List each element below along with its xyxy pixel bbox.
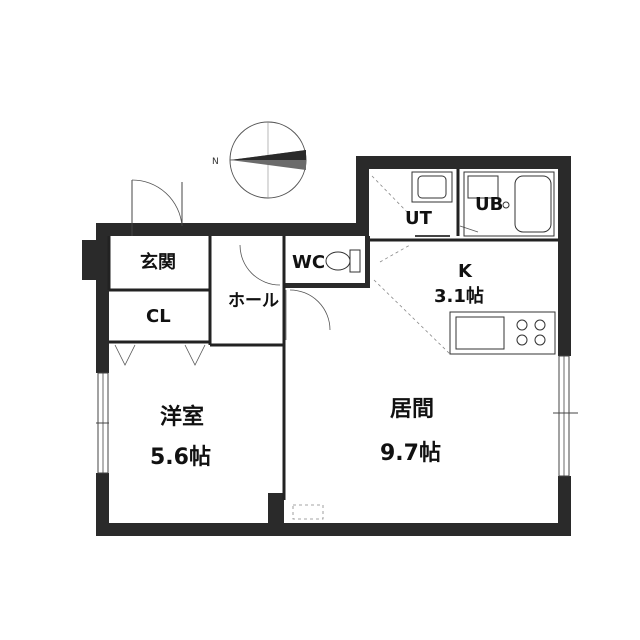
room-label-closet: CL bbox=[146, 306, 171, 327]
room-label-hall: ホール bbox=[228, 291, 279, 311]
unit-bath bbox=[463, 171, 555, 237]
room-label-kitchen: K bbox=[458, 261, 473, 282]
kitchen-counter bbox=[373, 244, 556, 355]
room-label-entrance: 玄関 bbox=[140, 251, 176, 273]
compass-rose-icon: N bbox=[212, 121, 307, 199]
utility-fixtures bbox=[371, 171, 479, 237]
closet-doors bbox=[114, 344, 206, 366]
entrance-door bbox=[131, 179, 183, 236]
compass-north-label: N bbox=[212, 157, 219, 167]
windows bbox=[96, 355, 578, 477]
room-label-toilet: WC bbox=[292, 252, 325, 273]
hall-doors bbox=[239, 244, 331, 340]
room-label-living: 居間 bbox=[390, 397, 434, 422]
room-size-kitchen: 3.1帖 bbox=[434, 285, 484, 307]
room-size-western: 5.6帖 bbox=[150, 445, 211, 470]
room-label-bath: UB bbox=[475, 194, 503, 215]
room-label-utility: UT bbox=[405, 208, 433, 229]
walls bbox=[82, 156, 571, 536]
room-label-western: 洋室 bbox=[160, 404, 204, 430]
floor-vent bbox=[292, 504, 324, 520]
room-size-living: 9.7帖 bbox=[380, 441, 441, 466]
partitions bbox=[107, 169, 558, 500]
toilet-fixture bbox=[325, 249, 361, 273]
